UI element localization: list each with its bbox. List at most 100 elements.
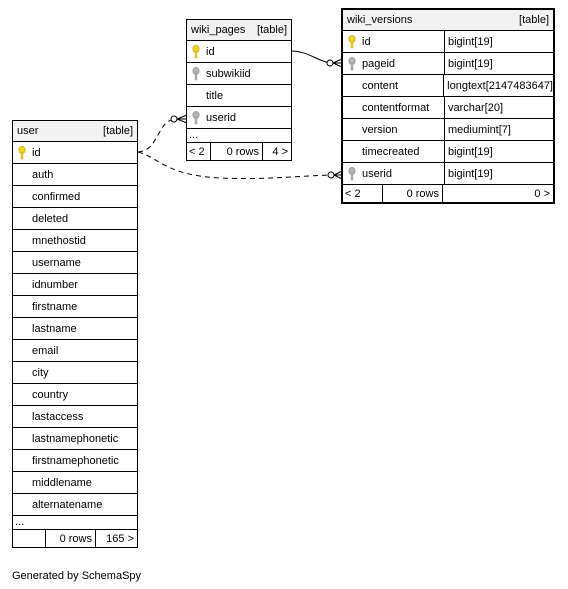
column-name: auth bbox=[32, 168, 54, 181]
table-name: wiki_versions bbox=[347, 14, 413, 26]
column-row[interactable]: firstnamephonetic bbox=[13, 450, 137, 472]
primary-key-icon bbox=[348, 35, 356, 49]
crowfoot bbox=[332, 58, 343, 68]
column-name: contentformat bbox=[343, 97, 445, 118]
column-name: city bbox=[32, 366, 49, 379]
children-link[interactable]: 4 > bbox=[272, 145, 288, 158]
column-row[interactable]: deleted bbox=[13, 208, 137, 230]
column-name: alternatename bbox=[32, 498, 103, 511]
table-header: wiki_pages [table] bbox=[187, 20, 291, 41]
foreign-key-icon bbox=[192, 67, 200, 81]
link-wiki-versions-userid-to-user-id bbox=[137, 151, 332, 180]
column-name: confirmed bbox=[32, 190, 81, 203]
table-footer: < 2 0 rows 0 > bbox=[343, 185, 553, 202]
children-link[interactable]: 165 > bbox=[106, 532, 134, 545]
children-link[interactable]: 0 > bbox=[534, 187, 550, 200]
row-count: 0 rows bbox=[383, 185, 443, 202]
table-type-tag: [table] bbox=[257, 24, 287, 36]
column-name: userid bbox=[206, 111, 236, 124]
column-row[interactable]: firstname bbox=[13, 296, 137, 318]
column-list: id subwikiid title userid bbox=[187, 41, 291, 129]
table-type-tag: [table] bbox=[103, 125, 133, 137]
column-name: country bbox=[32, 388, 69, 401]
table-type-tag: [table] bbox=[519, 14, 549, 26]
table-footer: 0 rows 165 > bbox=[13, 530, 137, 547]
column-name: title bbox=[206, 89, 224, 102]
column-row[interactable]: confirmed bbox=[13, 186, 137, 208]
column-row[interactable]: title bbox=[187, 85, 291, 107]
column-name: lastname bbox=[32, 322, 77, 335]
foreign-key-icon bbox=[192, 111, 200, 125]
column-row[interactable]: userid bbox=[187, 107, 291, 129]
prev-link[interactable] bbox=[13, 530, 46, 547]
table-header: wiki_versions [table] bbox=[343, 10, 553, 31]
column-name: id bbox=[343, 31, 445, 52]
column-name: email bbox=[32, 344, 59, 357]
column-row[interactable]: id bbox=[13, 142, 137, 164]
column-row[interactable]: lastname bbox=[13, 318, 137, 340]
column-row[interactable]: email bbox=[13, 340, 137, 362]
more-columns: ... bbox=[13, 516, 137, 530]
link-wiki-pages-userid-to-user-id bbox=[137, 118, 177, 153]
column-name: username bbox=[32, 256, 81, 269]
column-row[interactable]: mnethostid bbox=[13, 230, 137, 252]
column-name: pageid bbox=[343, 53, 445, 74]
column-type: longtext[2147483647] bbox=[447, 79, 553, 92]
prev-link[interactable]: < 2 bbox=[187, 143, 211, 160]
table-footer: < 2 0 rows 4 > bbox=[187, 143, 291, 160]
column-row[interactable]: lastnamephonetic bbox=[13, 428, 137, 450]
column-type: varchar[20] bbox=[448, 101, 504, 114]
more-columns: ... bbox=[187, 129, 291, 143]
column-name: firstname bbox=[32, 300, 78, 313]
column-row[interactable]: lastaccess bbox=[13, 406, 137, 428]
crowfoot-circle bbox=[326, 59, 334, 67]
column-row[interactable]: id bbox=[187, 41, 291, 63]
column-row[interactable]: username bbox=[13, 252, 137, 274]
column-name: content bbox=[343, 75, 445, 96]
table-wiki-pages[interactable]: wiki_pages [table] id subwikiid title useri… bbox=[186, 19, 292, 161]
crowfoot bbox=[176, 114, 188, 124]
primary-key-icon bbox=[18, 146, 26, 160]
column-name: deleted bbox=[32, 212, 69, 225]
column-row[interactable]: middlename bbox=[13, 472, 137, 494]
column-row[interactable]: alternatename bbox=[13, 494, 137, 516]
column-name: lastnamephonetic bbox=[32, 432, 119, 445]
table-user[interactable]: user [table] id auth confirmed deleted mneth… bbox=[12, 120, 138, 548]
column-type: bigint[19] bbox=[448, 145, 493, 158]
primary-key-icon bbox=[192, 45, 200, 59]
crowfoot bbox=[333, 170, 343, 180]
column-name: lastaccess bbox=[32, 410, 84, 423]
generator-credit: Generated by SchemaSpy bbox=[12, 570, 142, 582]
column-name: middlename bbox=[32, 476, 92, 489]
link-wiki-versions-pageid-to-wiki-pages-id bbox=[291, 50, 331, 64]
table-name: user bbox=[17, 125, 39, 137]
column-row[interactable]: city bbox=[13, 362, 137, 384]
column-name: subwikiid bbox=[206, 67, 251, 80]
foreign-key-icon bbox=[348, 57, 356, 71]
prev-link[interactable]: < 2 bbox=[343, 185, 383, 202]
column-row[interactable]: idnumber bbox=[13, 274, 137, 296]
column-row[interactable]: auth bbox=[13, 164, 137, 186]
column-name: firstnamephonetic bbox=[32, 454, 119, 467]
column-name: mnethostid bbox=[32, 234, 86, 247]
crowfoot-circle bbox=[170, 115, 178, 123]
column-type: bigint[19] bbox=[448, 57, 493, 70]
crowfoot-circle bbox=[327, 171, 335, 179]
column-name: timecreated bbox=[343, 141, 445, 162]
row-count: 0 rows bbox=[211, 143, 263, 160]
column-row[interactable]: country bbox=[13, 384, 137, 406]
column-type: bigint[19] bbox=[448, 167, 493, 180]
column-row[interactable]: subwikiid bbox=[187, 63, 291, 85]
table-header: user [table] bbox=[13, 121, 137, 142]
row-count: 0 rows bbox=[46, 530, 96, 547]
